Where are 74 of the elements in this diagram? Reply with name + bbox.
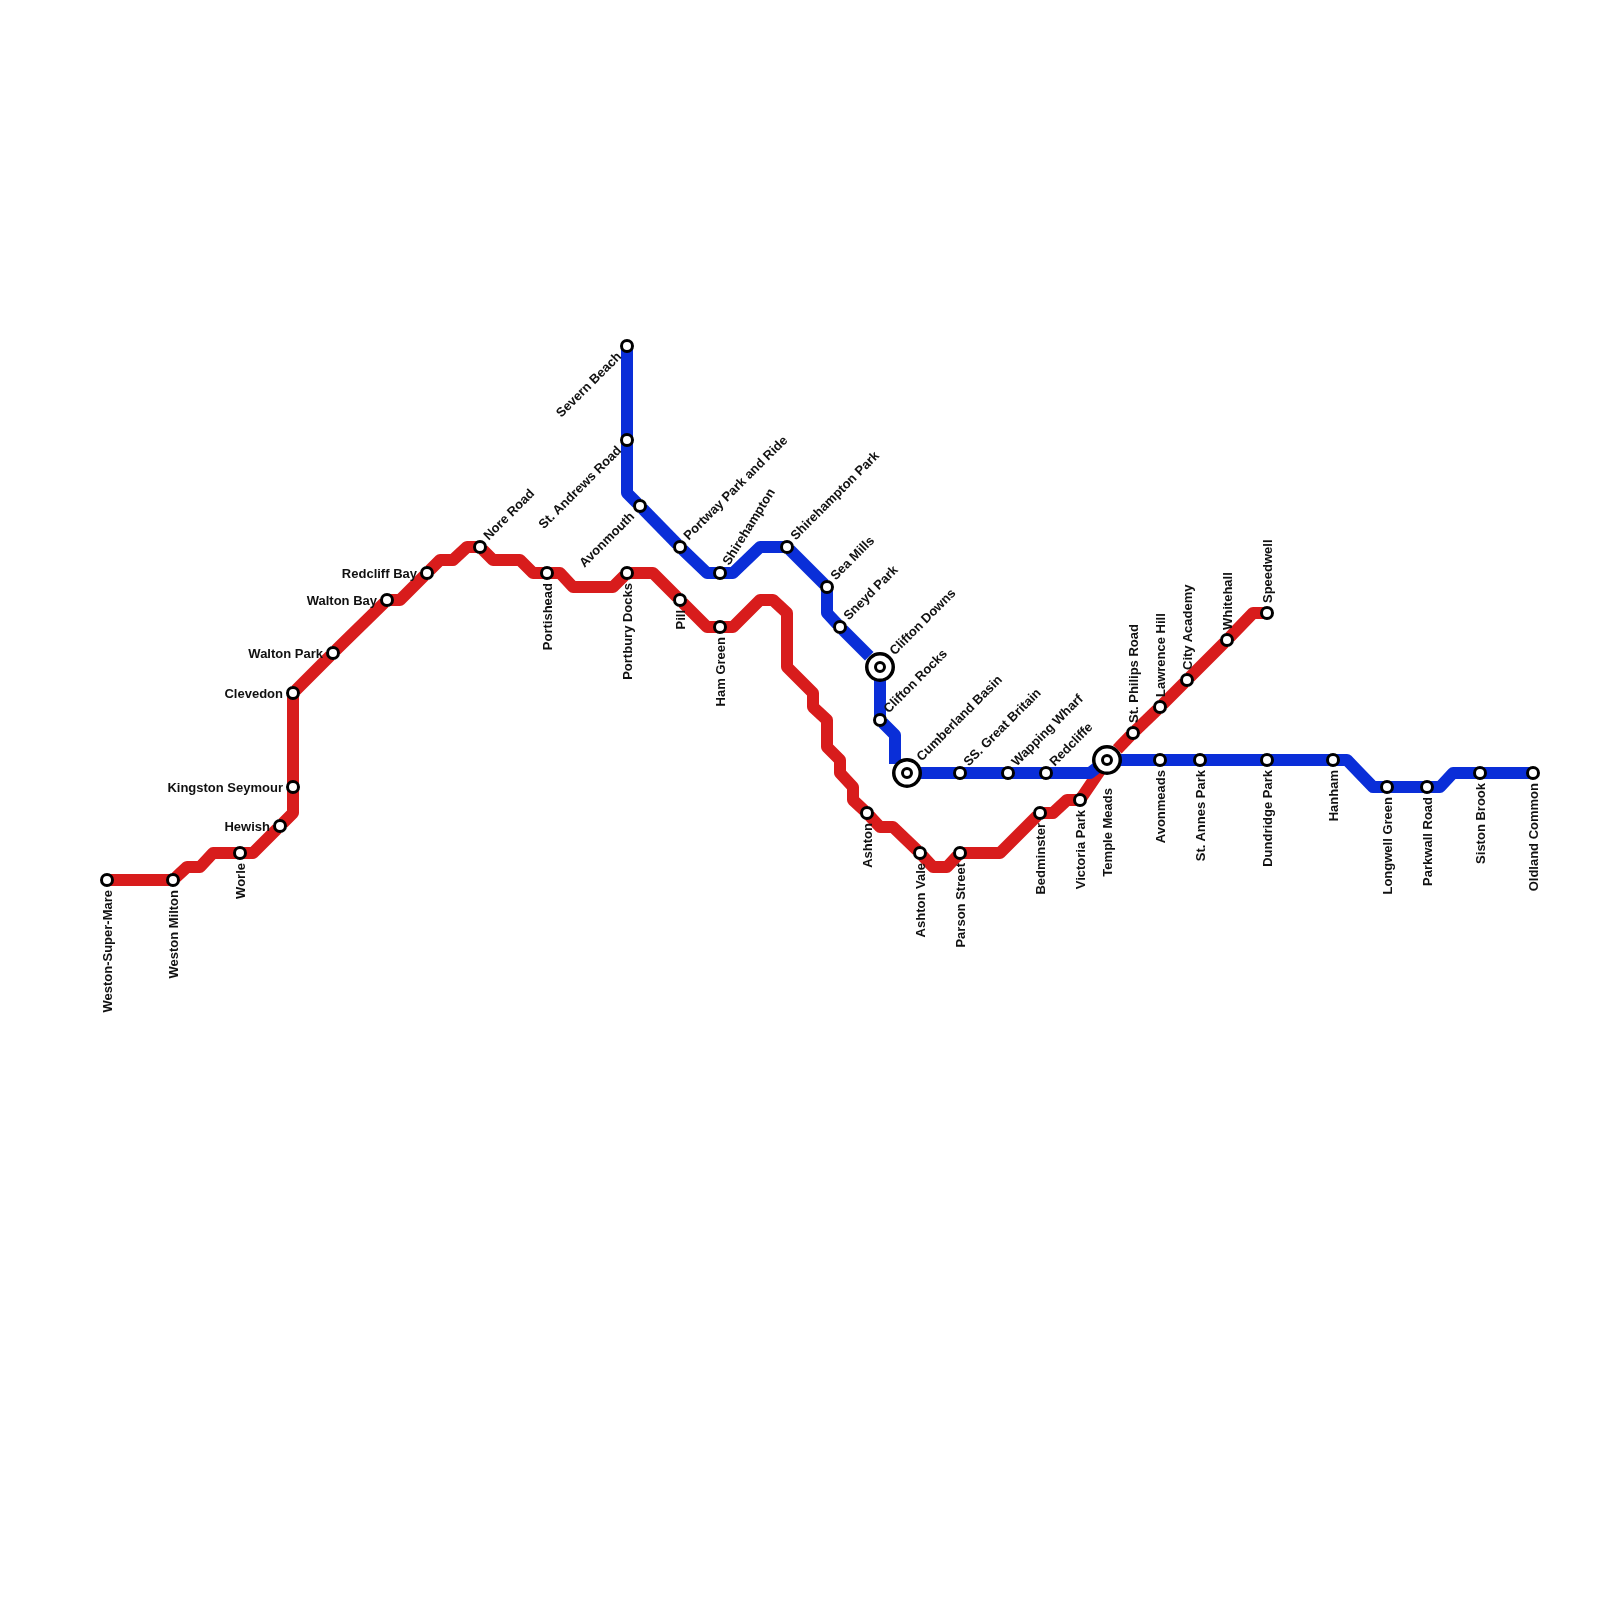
station-label: Pill: [672, 610, 688, 630]
route-line: [1334, 754, 1386, 793]
route-line: [920, 854, 960, 873]
station-label: Ashton: [859, 823, 875, 868]
station-label: Siston Brook: [1472, 783, 1488, 864]
station-label: Hewish: [224, 818, 270, 834]
station-label: Ham Green: [712, 637, 728, 707]
route-line: [1268, 754, 1332, 766]
route-line: [681, 547, 719, 579]
route-line: [640, 507, 680, 546]
station-label: Avonmeads: [1152, 770, 1168, 844]
station-label: Clevedon: [224, 685, 283, 701]
station-label: Portishead: [539, 583, 555, 651]
route-line: [961, 767, 1007, 779]
station-label: Lawrence Hill: [1152, 613, 1168, 697]
route-line: [821, 588, 840, 626]
station-label: Weston Milton: [165, 890, 181, 979]
route-line: [1009, 767, 1045, 779]
station-label: Oldland Common: [1525, 783, 1541, 892]
station-label: City Academy: [1179, 584, 1195, 670]
station-label: Parkwall Road: [1419, 797, 1435, 886]
route-line: [1388, 781, 1426, 793]
station-label: Walton Park: [248, 645, 323, 661]
route-line: [621, 347, 633, 439]
route-line: [1227, 607, 1266, 639]
station-label: Temple Meads: [1099, 788, 1115, 877]
station-label: St. Annes Park: [1192, 770, 1208, 862]
route-line: [628, 567, 679, 599]
route-line: [1047, 765, 1098, 779]
route-line: [721, 594, 866, 813]
route-line: [388, 574, 426, 606]
route-line: [721, 541, 786, 579]
route-line: [1134, 707, 1159, 733]
route-line: [548, 567, 626, 593]
route-line: [788, 548, 826, 586]
route-line: [481, 548, 546, 579]
route-line: [1115, 734, 1133, 751]
route-line: [281, 788, 299, 825]
station-label: Whitehall: [1219, 572, 1235, 630]
station-label: Ashton Vale: [912, 863, 928, 938]
route-line: [294, 654, 332, 692]
route-line: [1041, 794, 1079, 819]
station-label: Hanham: [1325, 770, 1341, 822]
route-line: [241, 827, 279, 859]
route-line: [1161, 754, 1199, 766]
station-label: Speedwell: [1259, 539, 1275, 603]
route-line: [108, 874, 172, 886]
route-line: [1481, 767, 1532, 779]
station-label: Weston-Super-Mare: [99, 890, 115, 1013]
route-line: [621, 441, 639, 505]
route-line: [867, 814, 919, 853]
route-line: [881, 721, 901, 764]
station-label: Redcliff Bay: [341, 565, 417, 581]
station-label: Dundridge Park: [1259, 770, 1275, 867]
station-label: Longwell Green: [1379, 797, 1395, 895]
station-label: Victoria Park: [1072, 810, 1088, 890]
route-line: [174, 847, 239, 880]
route-line: [1161, 681, 1186, 706]
route-line: [681, 601, 719, 633]
route-line: [287, 694, 299, 786]
route-line: [428, 541, 479, 572]
station-label: Parson Street: [952, 863, 968, 948]
station-label: Bedminster: [1032, 823, 1048, 895]
route-line: [1188, 641, 1226, 679]
station-label: Kingston Seymour: [167, 779, 283, 795]
route-line: [961, 814, 1039, 859]
route-line: [1201, 754, 1266, 766]
route-line: [334, 600, 386, 653]
route-line: [1428, 767, 1479, 793]
station-label: Portbury Docks: [619, 583, 635, 680]
station-label: Walton Bay: [306, 592, 377, 608]
route-line: [841, 628, 871, 658]
station-label: St. Philips Road: [1125, 624, 1141, 723]
station-label: Worle: [232, 863, 248, 899]
